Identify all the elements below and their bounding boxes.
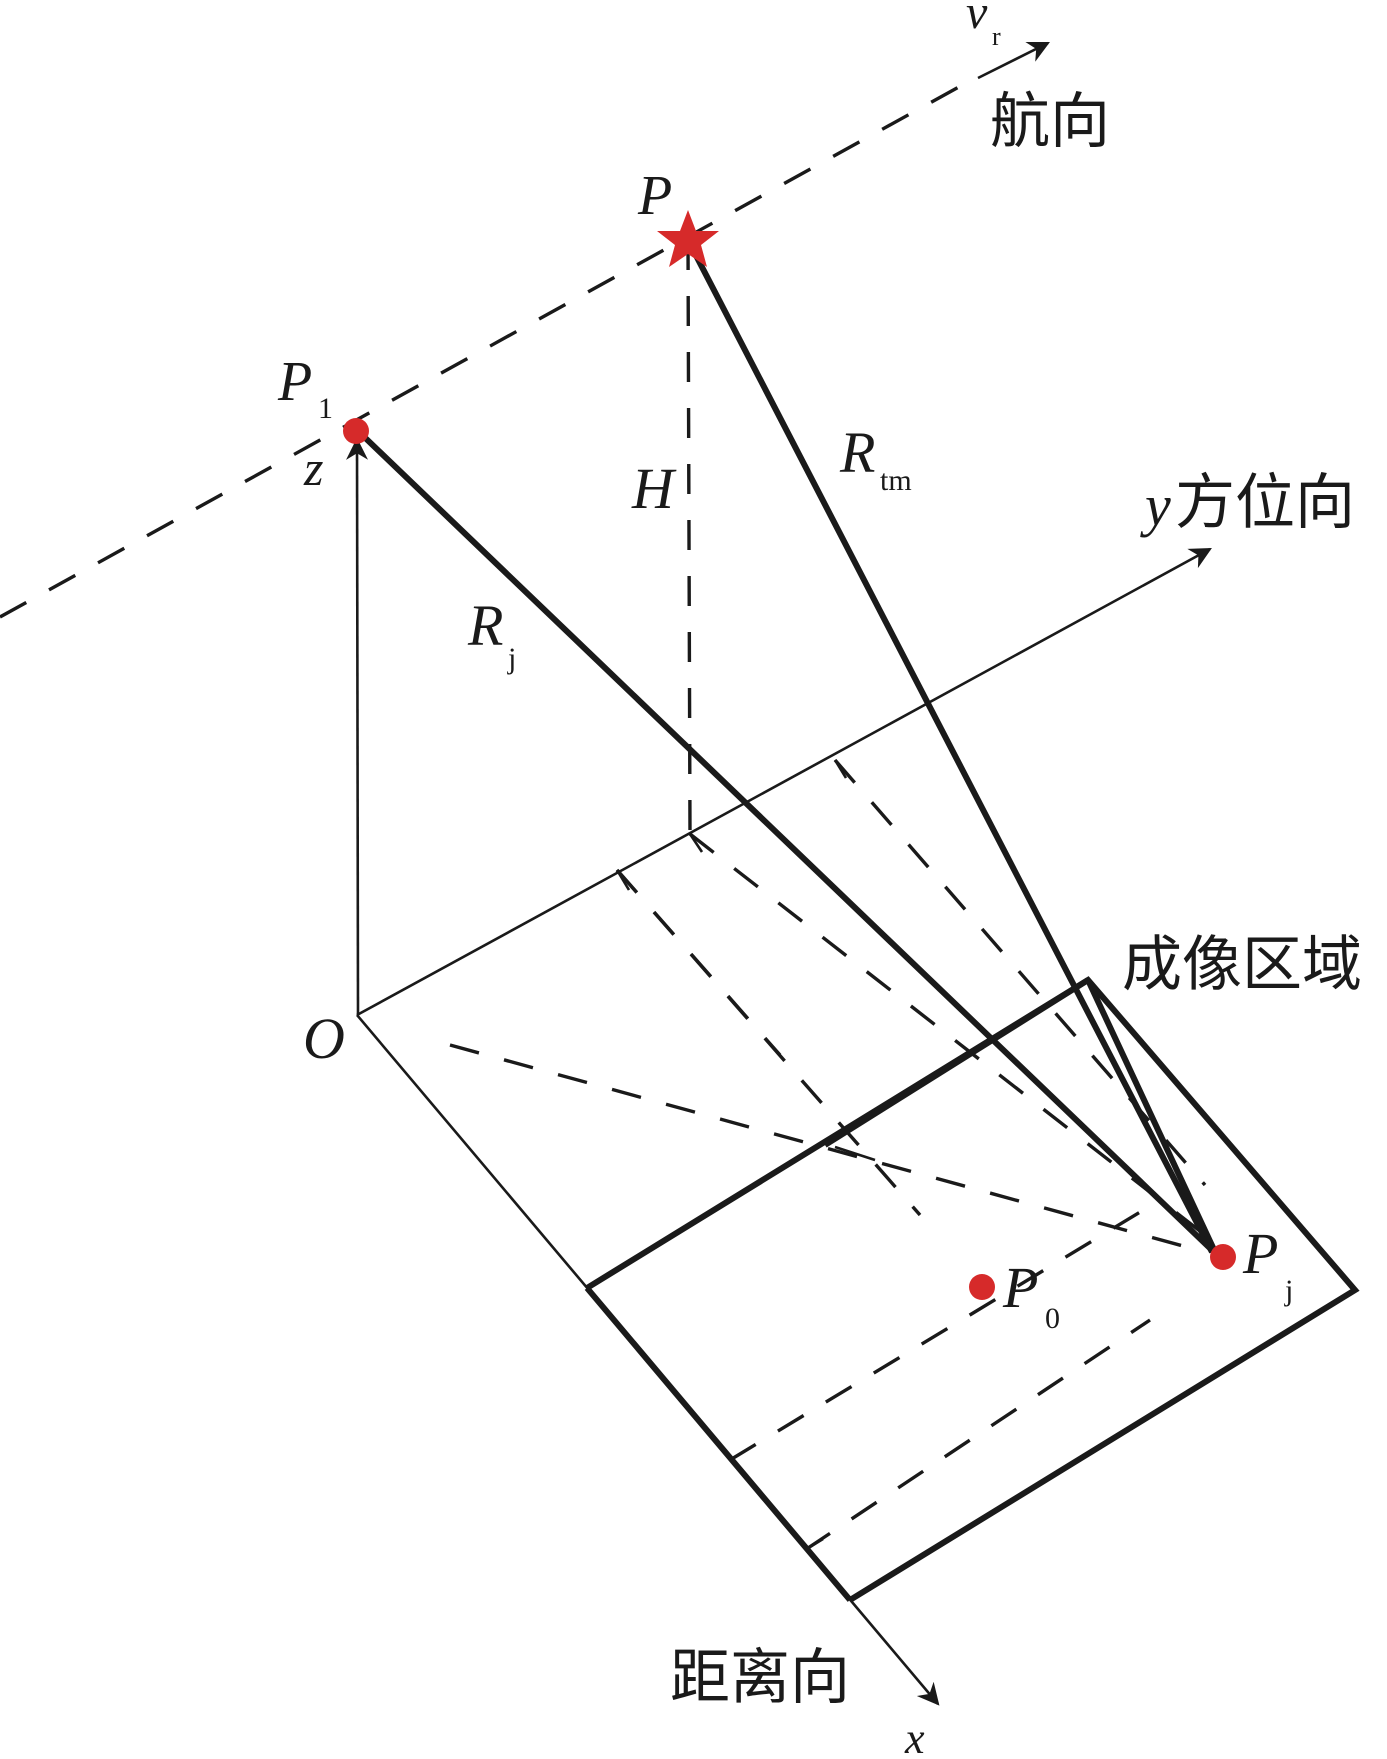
- slant-range-rtm: [685, 238, 1215, 1254]
- p0-point: [969, 1274, 995, 1300]
- rj-label: R: [467, 593, 503, 658]
- y-axis-text-label: 方位向: [1175, 468, 1355, 538]
- velocity-label: v: [966, 0, 988, 39]
- imaging-area-label: 成像区域: [1122, 930, 1362, 1000]
- rj-subscript: j: [507, 642, 516, 675]
- imaging-area-ray: [1085, 978, 1219, 1256]
- rtm-label: R: [839, 420, 875, 485]
- pj-subscript: j: [1284, 1274, 1293, 1307]
- pj-label: P: [1242, 1221, 1278, 1286]
- height-label: H: [631, 456, 677, 521]
- velocity-arrow: [977, 41, 1050, 80]
- flight-direction-label: 航向: [990, 87, 1110, 157]
- flight-track-line: [0, 76, 976, 619]
- y-axis-var-label: y: [1140, 473, 1171, 538]
- pj-point: [1210, 1244, 1236, 1270]
- rtm-subscript: tm: [880, 464, 912, 497]
- p1-subscript: 1: [318, 392, 333, 425]
- z-axis: [346, 437, 369, 1016]
- p0-label: P: [1002, 1255, 1038, 1320]
- axis-ticks: [615, 759, 848, 1552]
- imaging-area-outline: [584, 976, 1360, 1603]
- origin-label: O: [303, 1006, 345, 1071]
- p1-point: [343, 418, 369, 444]
- radar-star-point: [657, 210, 719, 267]
- y-axis: [356, 547, 1212, 1017]
- range-direction-label: 距离向: [670, 1643, 850, 1713]
- p0-subscript: 0: [1045, 1302, 1060, 1335]
- radar-label: P: [637, 165, 672, 227]
- slant-range-rj: [354, 427, 1219, 1257]
- z-axis-label: z: [303, 440, 323, 496]
- velocity-subscript: r: [992, 22, 1001, 51]
- x-axis-label: x: [904, 1714, 925, 1759]
- height-line: [686, 239, 692, 835]
- p1-label: P: [277, 351, 312, 413]
